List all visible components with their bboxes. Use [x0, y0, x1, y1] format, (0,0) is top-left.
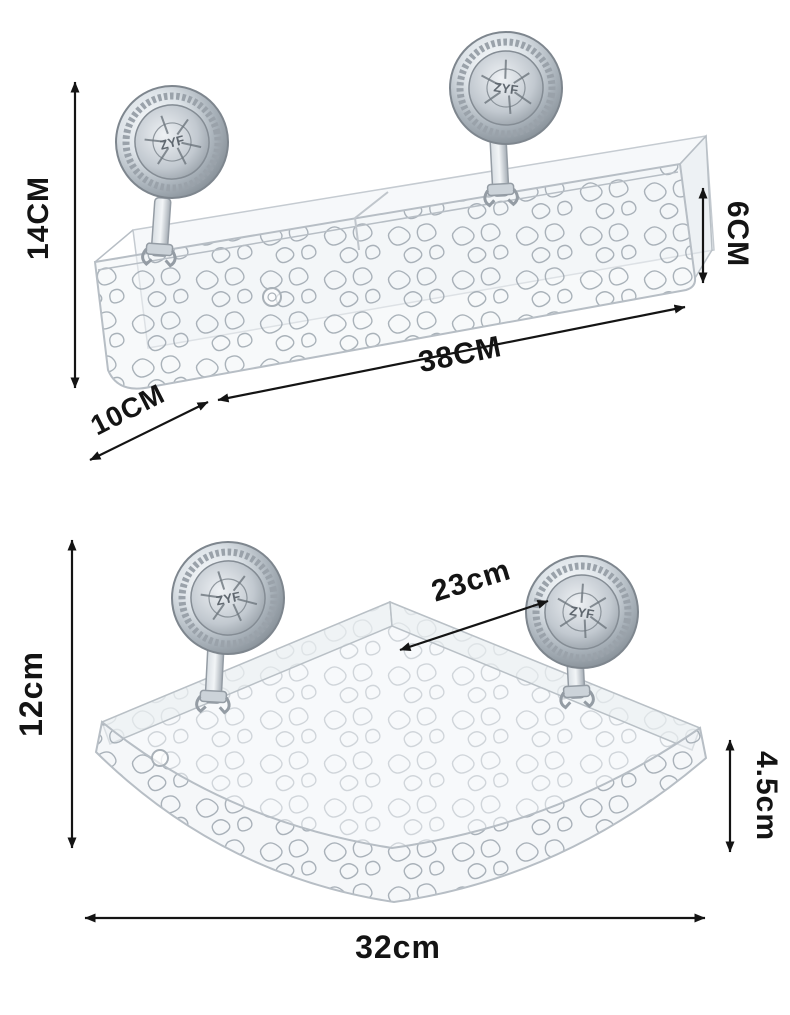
dim-line-rect-width [89, 401, 209, 461]
rect-shelf-drain-hole [262, 287, 282, 307]
corner-shelf-drain-hole [151, 749, 169, 767]
rect-shelf-divider [354, 191, 389, 251]
dim-label-corner-side: 23cm [428, 553, 515, 608]
dim-label-rect-inner-depth: 6CM [721, 201, 754, 267]
rect-shelf-rim-lines [94, 135, 707, 271]
dim-label-corner-width: 32cm [355, 929, 441, 965]
dim-line-corner-side [399, 599, 549, 652]
dim-label-corner-inner-depth: 4.5cm [750, 751, 783, 841]
rect-shelf-drain-hole-inner [267, 292, 277, 302]
suction-cup [104, 74, 240, 210]
rect-shelf-illustration [93, 25, 715, 390]
suction-cup [162, 532, 295, 665]
dim-label-rect-height: 14CM [22, 176, 55, 260]
dim-label-corner-height: 12cm [13, 651, 49, 737]
corner-shelf-front-texture [94, 720, 708, 904]
corner-shelf-illustration [94, 532, 708, 904]
suction-cup [443, 25, 569, 151]
dim-line-rect-length [217, 304, 686, 403]
suction-cup [517, 547, 647, 677]
